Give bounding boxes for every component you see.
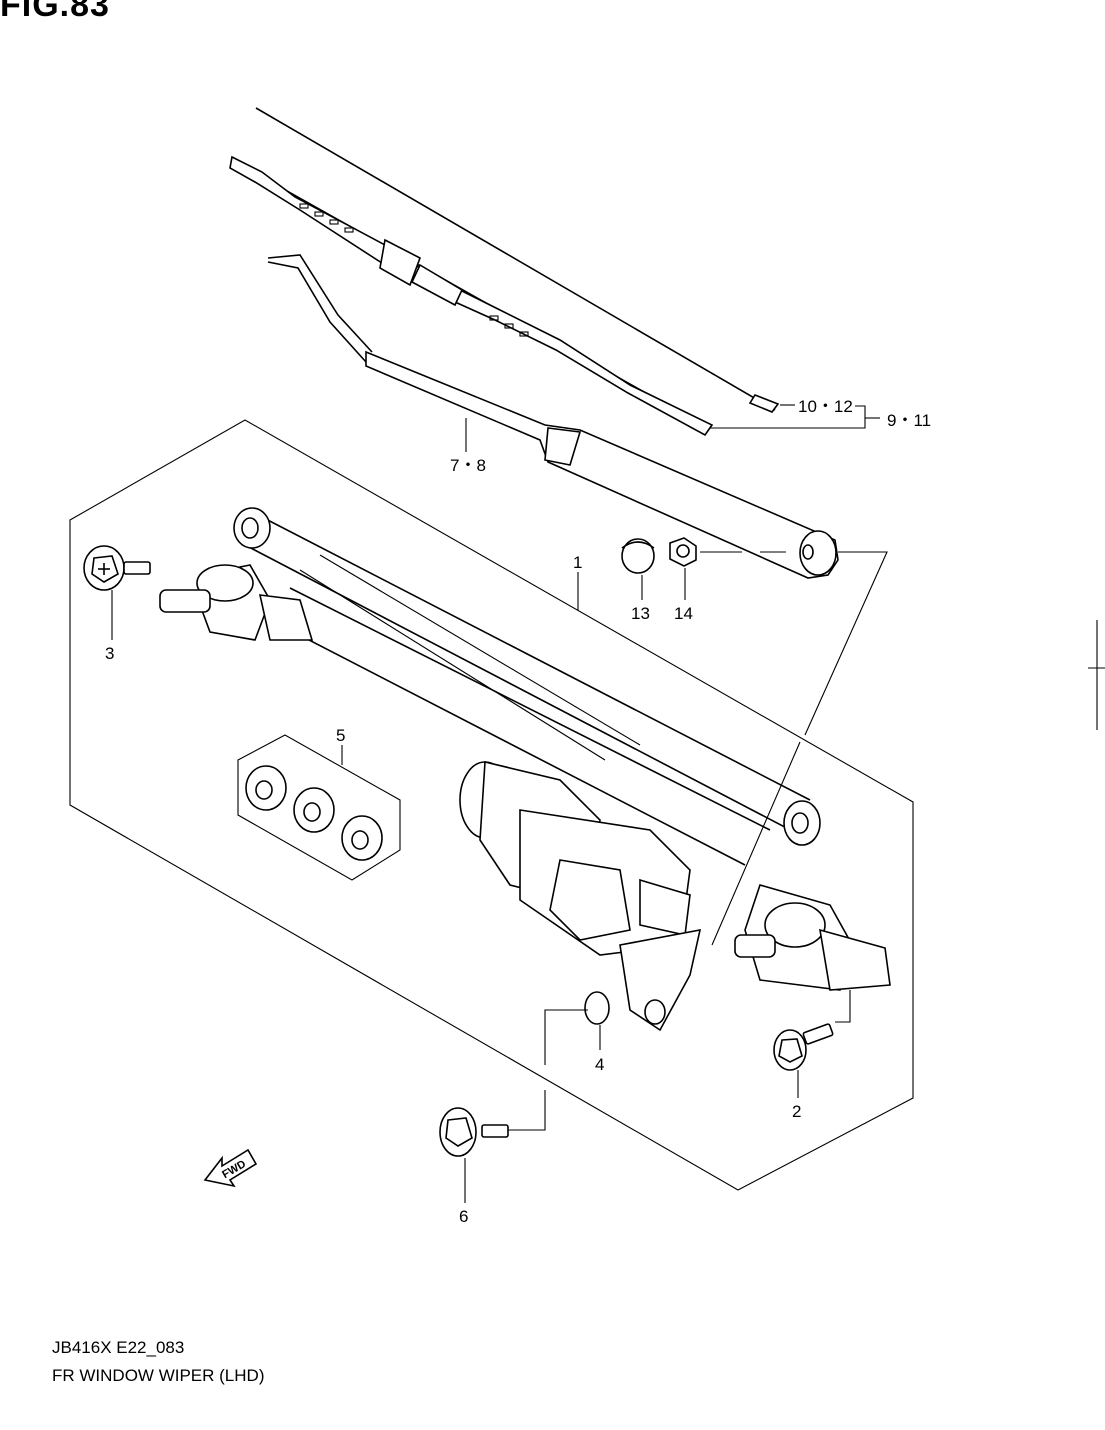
figure-title: FIG.83 <box>0 0 110 24</box>
bushing-kit <box>237 734 401 881</box>
callout-1: 1 <box>573 553 582 572</box>
callout-13: 13 <box>631 604 650 623</box>
bolt-6 <box>439 1107 509 1157</box>
bolt-2 <box>773 1023 834 1071</box>
bolt-3 <box>83 545 151 591</box>
callout-10-12: 10・12 <box>798 397 853 416</box>
collar-4 <box>584 991 610 1025</box>
pivot-cap <box>621 538 655 574</box>
assembly-boundary <box>69 419 914 1191</box>
callout-3: 3 <box>105 644 114 663</box>
leader-lines <box>111 404 888 1203</box>
callout-2: 2 <box>792 1102 801 1121</box>
wiper-blade <box>229 107 780 437</box>
fwd-arrow-icon: FWD <box>203 1148 258 1188</box>
callout-14: 14 <box>674 604 693 623</box>
callout-7-8: 7・8 <box>450 456 486 475</box>
wiper-arm <box>267 254 839 579</box>
callout-9-11: 9・11 <box>887 411 931 430</box>
wiper-linkage <box>159 507 891 991</box>
callout-4: 4 <box>595 1055 604 1074</box>
pivot-nut <box>669 537 697 567</box>
callout-6: 6 <box>459 1207 468 1226</box>
wiper-motor <box>459 761 702 1032</box>
callout-5: 5 <box>336 726 345 745</box>
diagram-caption: FR WINDOW WIPER (LHD) <box>52 1366 265 1385</box>
diagram-code: JB416X E22_083 <box>52 1338 185 1357</box>
